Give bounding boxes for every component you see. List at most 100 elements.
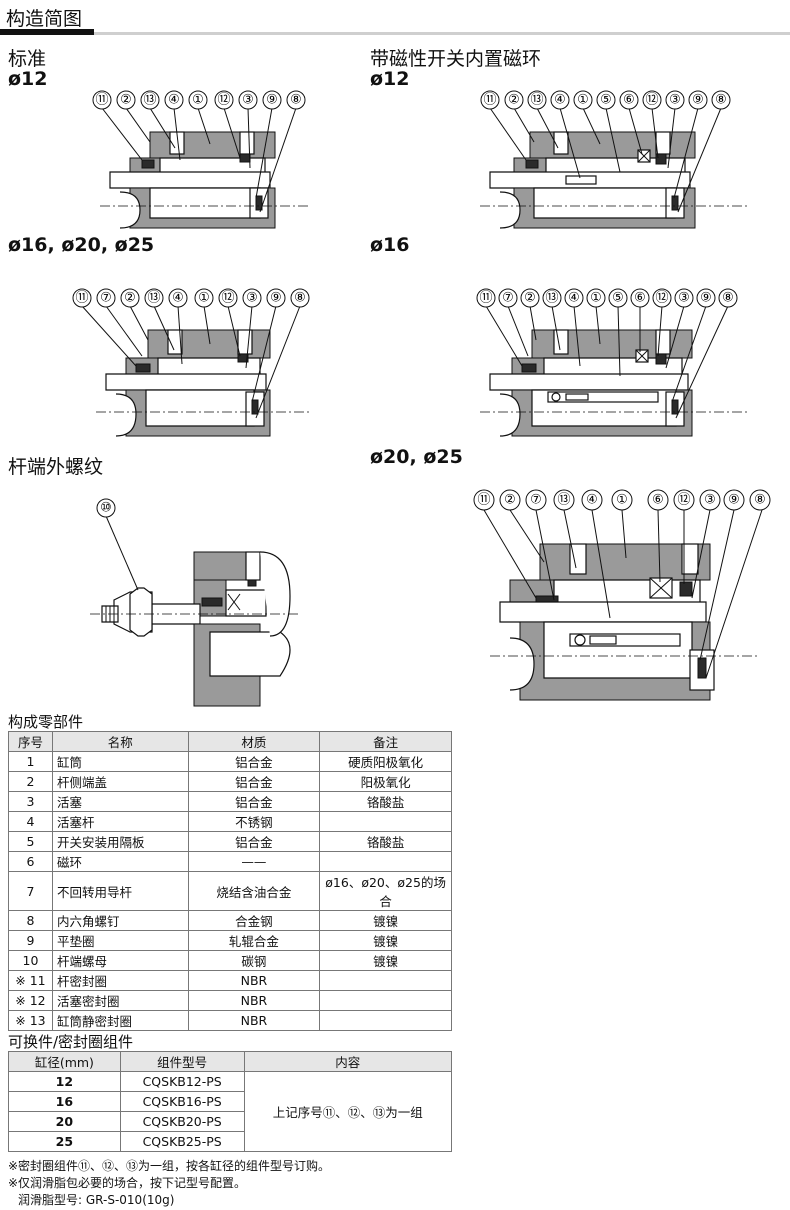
cell-no: 10	[8, 950, 53, 971]
cell-note: 镀镍	[319, 910, 452, 931]
kits-table-title: 可换件/密封圈组件	[8, 1033, 134, 1051]
callout-label: ⑩	[100, 501, 112, 516]
callout-label: ①	[192, 93, 204, 108]
callout-label: ③	[669, 93, 681, 108]
callout-label: ⑫	[677, 493, 690, 508]
cell-no: 6	[8, 851, 53, 872]
cell-name: 开关安装用隔板	[51, 831, 189, 852]
cell-material: NBR	[187, 990, 321, 1011]
column-header: 材质	[187, 731, 321, 752]
callout-label: ⑥	[652, 493, 664, 508]
callout-label: ⑦	[502, 291, 514, 306]
callout-label: ②	[124, 291, 136, 306]
callout-label: ⑪	[479, 291, 492, 306]
note-line: ※密封圈组件⑪、⑫、⑬为一组，按各缸径的组件型号订购。	[8, 1159, 331, 1173]
callout-label: ⑨	[270, 291, 282, 306]
cell-name: 平垫圈	[51, 930, 189, 951]
cell-model: CQSKB20-PS	[119, 1111, 245, 1132]
cell-material: 不锈钢	[187, 811, 321, 832]
callout-label: ①	[590, 291, 602, 306]
callout-label: ①	[198, 291, 210, 306]
callout-label: ①	[577, 93, 589, 108]
cell-material: 铝合金	[187, 831, 321, 852]
callout-label: ⑥	[634, 291, 646, 306]
callout-label: ⑪	[483, 93, 496, 108]
cell-material: 铝合金	[187, 791, 321, 812]
cell-note	[319, 1010, 452, 1031]
cell-name: 活塞杆	[51, 811, 189, 832]
diagram-magnet-20-25: ⑪ ② ⑦ ⑬ ④ ① ⑥ ⑫ ③ ⑨ ⑧	[473, 489, 771, 701]
cell-no: 1	[8, 751, 53, 772]
cell-material: NBR	[187, 970, 321, 991]
cell-material: 轧辊合金	[187, 930, 321, 951]
diagram-rod-thread: ⑩	[90, 498, 300, 707]
callout-label: ⑤	[600, 93, 612, 108]
size-label-mag12: ø12	[370, 68, 410, 90]
size-label-mag20: ø20, ø25	[370, 446, 463, 468]
cell-note	[319, 851, 452, 872]
cell-no: 7	[8, 871, 53, 911]
callout-label: ⑨	[700, 291, 712, 306]
callout-row-mag12: ⑪ ② ⑬ ④ ① ⑤ ⑥ ⑫ ③ ⑨ ⑧	[480, 90, 731, 213]
diagram-standard-12: ⑪ ② ⑬ ④ ① ⑫ ③ ⑨ ⑧	[92, 90, 310, 229]
column-header: 内容	[243, 1051, 453, 1072]
callout-label: ③	[704, 493, 716, 508]
callout-label: ⑧	[754, 493, 766, 508]
callout-label: ⑨	[266, 93, 278, 108]
callout-label: ⑫	[655, 291, 668, 306]
cell-bore: 16	[8, 1091, 121, 1112]
cell-name: 内六角螺钉	[51, 910, 189, 931]
cell-note: ø16、ø20、ø25的场合	[319, 871, 452, 911]
callout-label: ⑬	[545, 291, 558, 306]
size-label-std16: ø16, ø20, ø25	[8, 234, 155, 256]
callout-label: ⑨	[728, 493, 740, 508]
cell-name: 杆侧端盖	[51, 771, 189, 792]
cell-material: 铝合金	[187, 751, 321, 772]
cell-note	[319, 970, 452, 991]
size-label-mag16: ø16	[370, 234, 410, 256]
callout-label: ⑬	[557, 493, 570, 508]
cell-no: 8	[8, 910, 53, 931]
cell-material: 铝合金	[187, 771, 321, 792]
callout-label: ⑫	[645, 93, 658, 108]
section-rod-thread: 杆端外螺纹	[8, 456, 104, 478]
callout-label: ③	[242, 93, 254, 108]
cell-no: 9	[8, 930, 53, 951]
cell-no: 2	[8, 771, 53, 792]
column-header: 名称	[51, 731, 189, 752]
callout-label: ⑧	[290, 93, 302, 108]
cell-note	[319, 811, 452, 832]
cell-note: 硬质阳极氧化	[319, 751, 452, 772]
cell-note: 阳极氧化	[319, 771, 452, 792]
callout-label: ②	[120, 93, 132, 108]
callout-label: ⑪	[95, 93, 108, 108]
page-title: 构造简图	[6, 8, 83, 30]
callout-label: ④	[554, 93, 566, 108]
cell-no: ※ 12	[8, 990, 53, 1011]
callout-label: ⑫	[217, 93, 230, 108]
cell-no: ※ 11	[8, 970, 53, 991]
title-accent-bar	[0, 29, 94, 35]
diagram-magnet-12: ⑪ ② ⑬ ④ ① ⑤ ⑥ ⑫ ③ ⑨ ⑧	[480, 90, 750, 229]
callout-label: ③	[246, 291, 258, 306]
callout-row-mag16: ⑪ ⑦ ② ⑬ ④ ① ⑤ ⑥ ⑫ ③ ⑨ ⑧	[476, 288, 738, 419]
cell-content: 上记序号⑪、⑫、⑬为一组	[243, 1071, 453, 1152]
diagram-magnet-16: ⑪ ⑦ ② ⑬ ④ ① ⑤ ⑥ ⑫ ③ ⑨ ⑧	[476, 288, 750, 437]
cell-no: 3	[8, 791, 53, 812]
cell-note: 镀镍	[319, 950, 452, 971]
callout-label: ④	[172, 291, 184, 306]
note-line: ※仅润滑脂包必要的场合，按下记型号配置。	[8, 1176, 247, 1190]
callout-row-std16: ⑪ ⑦ ② ⑬ ④ ① ⑫ ③ ⑨ ⑧	[72, 288, 310, 419]
cell-name: 活塞密封圈	[51, 990, 189, 1011]
title-divider	[0, 32, 790, 35]
column-header: 备注	[319, 731, 452, 752]
table-header-row: 序号 名称 材质 备注	[8, 731, 452, 752]
cell-material: 合金钢	[187, 910, 321, 931]
cell-model: CQSKB25-PS	[119, 1131, 245, 1152]
